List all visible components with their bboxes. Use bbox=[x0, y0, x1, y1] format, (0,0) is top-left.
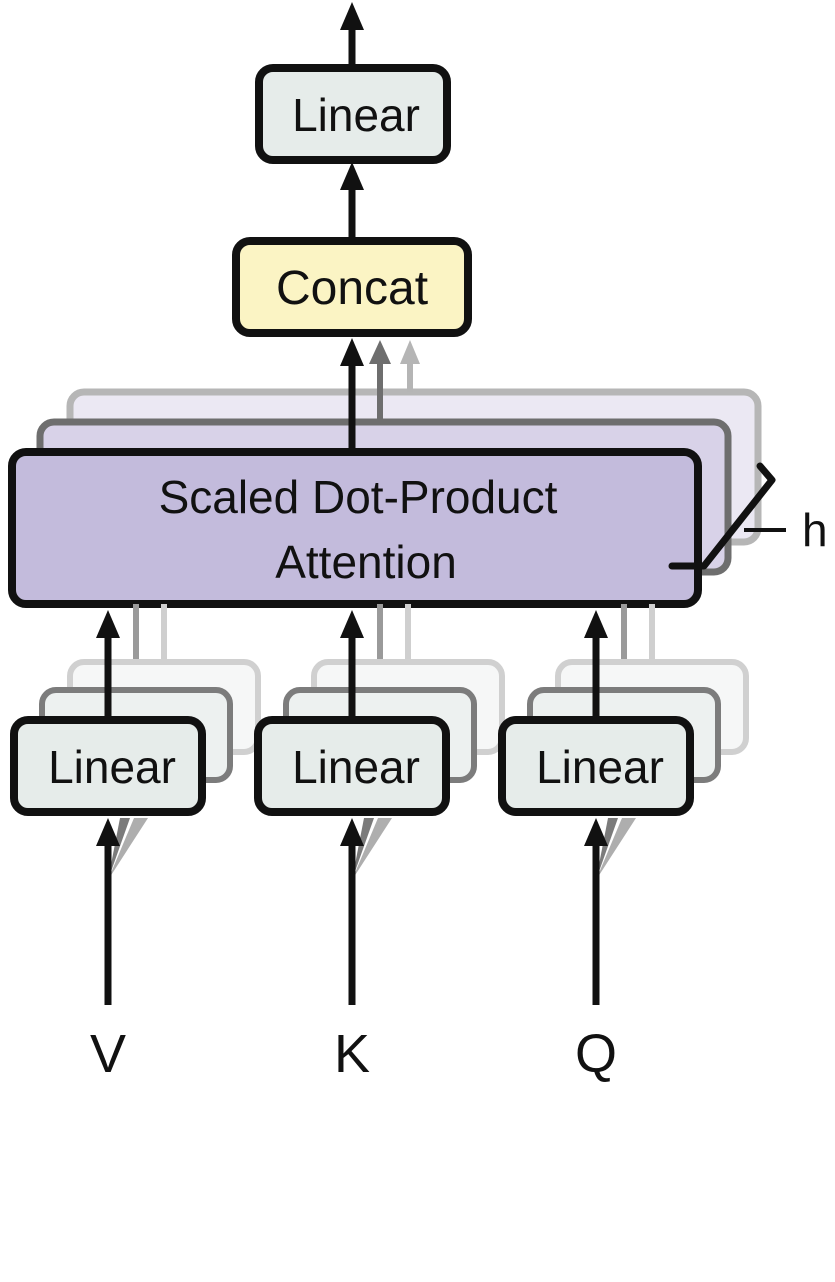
attention-box: Scaled Dot-Product Attention bbox=[8, 448, 702, 608]
input-label-v: V bbox=[90, 1024, 126, 1084]
heads-bracket: h bbox=[668, 462, 828, 570]
attention-to-concat-arrows bbox=[340, 338, 420, 452]
attention-label-line1: Scaled Dot-Product bbox=[159, 471, 558, 523]
concat-box: Concat bbox=[232, 237, 472, 337]
input-linear-label: Linear bbox=[48, 741, 176, 793]
attention-label-line2: Attention bbox=[275, 536, 457, 588]
concat-to-linear-arrow bbox=[340, 162, 364, 241]
concat-label: Concat bbox=[276, 262, 428, 315]
input-linear-label: Linear bbox=[536, 741, 664, 793]
input-label-k: K bbox=[334, 1024, 370, 1084]
heads-label: h bbox=[802, 504, 828, 556]
output-linear-label: Linear bbox=[292, 89, 420, 141]
input-label-q: Q bbox=[575, 1024, 617, 1084]
output-linear-box: Linear bbox=[255, 64, 451, 164]
output-arrow bbox=[340, 2, 364, 68]
input-linear-label: Linear bbox=[292, 741, 420, 793]
